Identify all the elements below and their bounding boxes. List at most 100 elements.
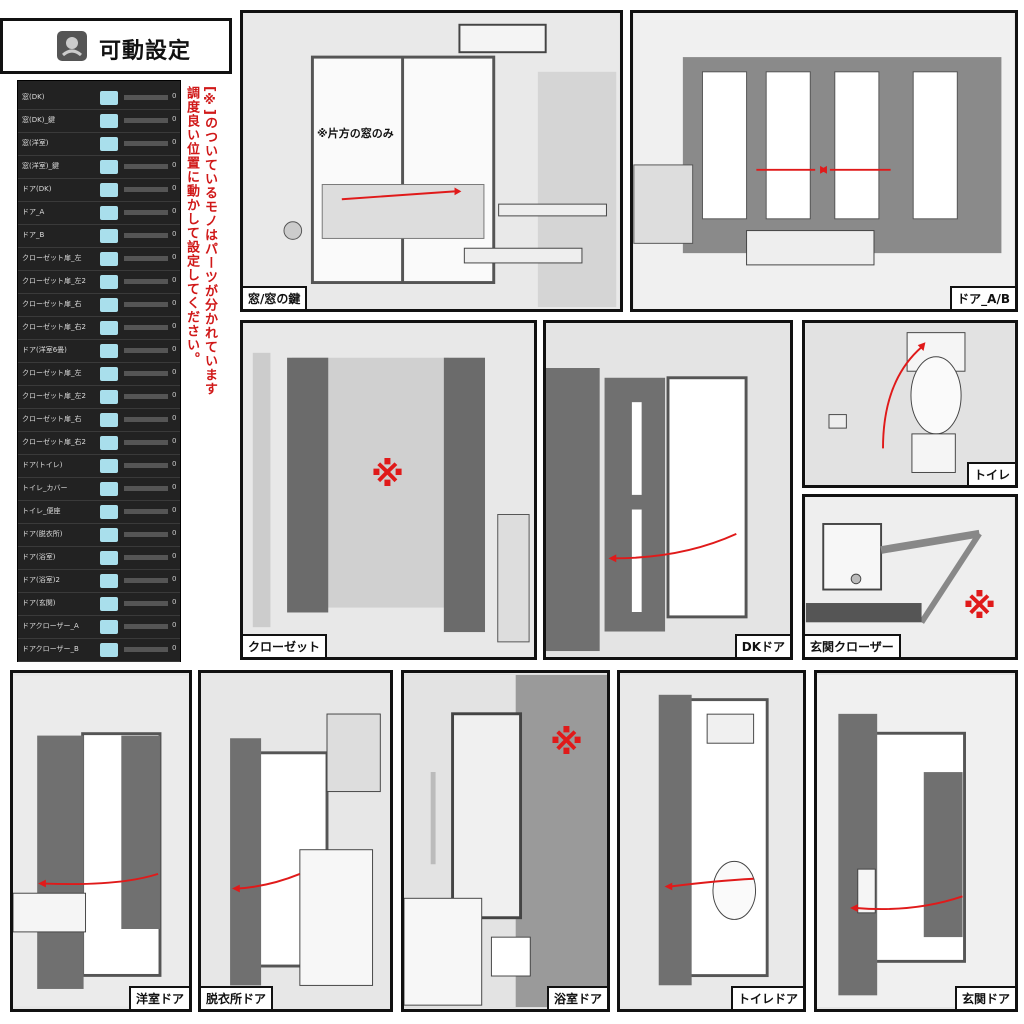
scene-label-toilet-door: トイレドア xyxy=(730,986,803,1009)
scene-label-dressing: 脱衣所ドア xyxy=(201,986,274,1009)
setting-value: 0 xyxy=(172,391,177,399)
title-box: 可動設定 xyxy=(0,18,232,74)
setting-slider[interactable] xyxy=(124,555,168,560)
setting-toggle-button[interactable] xyxy=(100,183,118,197)
setting-toggle-button[interactable] xyxy=(100,528,118,542)
scene-toilet-door: トイレドア xyxy=(617,670,806,1012)
scene-label-entrance: 玄関ドア xyxy=(954,986,1015,1009)
setting-toggle-button[interactable] xyxy=(100,574,118,588)
setting-slider[interactable] xyxy=(124,95,168,100)
setting-slider[interactable] xyxy=(124,210,168,215)
setting-row-label: ドア(洋室6畳) xyxy=(22,346,67,354)
setting-toggle-button[interactable] xyxy=(100,390,118,404)
setting-row-label: ドアクローザー_A xyxy=(22,622,79,630)
setting-value: 0 xyxy=(172,644,177,652)
setting-slider[interactable] xyxy=(124,371,168,376)
setting-slider[interactable] xyxy=(124,486,168,491)
setting-slider[interactable] xyxy=(124,578,168,583)
setting-value: 0 xyxy=(172,621,177,629)
setting-slider[interactable] xyxy=(124,279,168,284)
setting-toggle-button[interactable] xyxy=(100,298,118,312)
scene-label-window: 窓/窓の鍵 xyxy=(243,286,308,309)
setting-toggle-button[interactable] xyxy=(100,620,118,634)
setting-slider[interactable] xyxy=(124,164,168,169)
setting-row-label: ドアクローザー_B xyxy=(22,645,79,653)
setting-slider[interactable] xyxy=(124,256,168,261)
setting-toggle-button[interactable] xyxy=(100,597,118,611)
bath-mark: ※ xyxy=(550,723,584,763)
setting-slider[interactable] xyxy=(124,118,168,123)
scene-closet: ※ クローゼット xyxy=(240,320,537,660)
setting-value: 0 xyxy=(172,207,177,215)
setting-toggle-button[interactable] xyxy=(100,160,118,174)
setting-slider[interactable] xyxy=(124,187,168,192)
setting-slider[interactable] xyxy=(124,509,168,514)
scene-window: ※片方の窓のみ 窓/窓の鍵 xyxy=(240,10,623,312)
scene-label-dk-door: DKドア xyxy=(734,634,790,657)
setting-toggle-button[interactable] xyxy=(100,459,118,473)
setting-toggle-button[interactable] xyxy=(100,551,118,565)
setting-toggle-button[interactable] xyxy=(100,643,118,657)
setting-slider[interactable] xyxy=(124,394,168,399)
setting-toggle-button[interactable] xyxy=(100,275,118,289)
setting-value: 0 xyxy=(172,483,177,491)
window-note: ※片方の窓のみ xyxy=(317,127,394,140)
setting-row-label: ドア(玄関) xyxy=(22,599,56,607)
setting-slider[interactable] xyxy=(124,302,168,307)
note-line2: 調度良い位置に動かして設定してください。 xyxy=(184,86,199,366)
setting-row-label: ドア(トイレ) xyxy=(22,461,63,469)
setting-slider[interactable] xyxy=(124,233,168,238)
setting-toggle-button[interactable] xyxy=(100,505,118,519)
setting-toggle-button[interactable] xyxy=(100,137,118,151)
setting-row-label: ドア(DK) xyxy=(22,185,52,193)
setting-slider[interactable] xyxy=(124,532,168,537)
setting-value: 0 xyxy=(172,368,177,376)
setting-slider[interactable] xyxy=(124,647,168,652)
setting-slider[interactable] xyxy=(124,417,168,422)
setting-toggle-button[interactable] xyxy=(100,321,118,335)
setting-slider[interactable] xyxy=(124,463,168,468)
setting-row-label: トイレ_便座 xyxy=(22,507,61,515)
setting-row-label: クローゼット扉_右 xyxy=(22,300,82,308)
setting-row-label: クローゼット扉_左 xyxy=(22,369,82,377)
setting-value: 0 xyxy=(172,460,177,468)
setting-slider[interactable] xyxy=(124,601,168,606)
setting-toggle-button[interactable] xyxy=(100,252,118,266)
setting-toggle-button[interactable] xyxy=(100,114,118,128)
scene-label-bath: 浴室ドア xyxy=(546,986,607,1009)
note-line1: [※]のついているモノはパーツが分かれています xyxy=(202,86,217,396)
setting-row: ドアクローザー_B 0 xyxy=(18,639,180,662)
scene-label-toilet: トイレ xyxy=(966,462,1015,485)
setting-toggle-button[interactable] xyxy=(100,413,118,427)
setting-row-label: ドア(脱衣所) xyxy=(22,530,63,538)
setting-slider[interactable] xyxy=(124,348,168,353)
setting-toggle-button[interactable] xyxy=(100,344,118,358)
scene-label-closer: 玄関クローザー xyxy=(805,634,901,657)
setting-slider[interactable] xyxy=(124,325,168,330)
setting-toggle-button[interactable] xyxy=(100,436,118,450)
setting-value: 0 xyxy=(172,345,177,353)
setting-slider[interactable] xyxy=(124,141,168,146)
setting-toggle-button[interactable] xyxy=(100,367,118,381)
scene-entrance: 玄関ドア xyxy=(814,670,1018,1012)
setting-slider[interactable] xyxy=(124,624,168,629)
setting-slider[interactable] xyxy=(124,440,168,445)
setting-row-label: ドア(浴室)2 xyxy=(22,576,60,584)
setting-toggle-button[interactable] xyxy=(100,482,118,496)
setting-toggle-button[interactable] xyxy=(100,206,118,220)
setting-row-label: ドア_B xyxy=(22,231,45,239)
setting-value: 0 xyxy=(172,115,177,123)
setting-value: 0 xyxy=(172,552,177,560)
setting-row-label: 窓(洋室)_鍵 xyxy=(22,162,59,170)
setting-toggle-button[interactable] xyxy=(100,91,118,105)
setting-toggle-button[interactable] xyxy=(100,229,118,243)
